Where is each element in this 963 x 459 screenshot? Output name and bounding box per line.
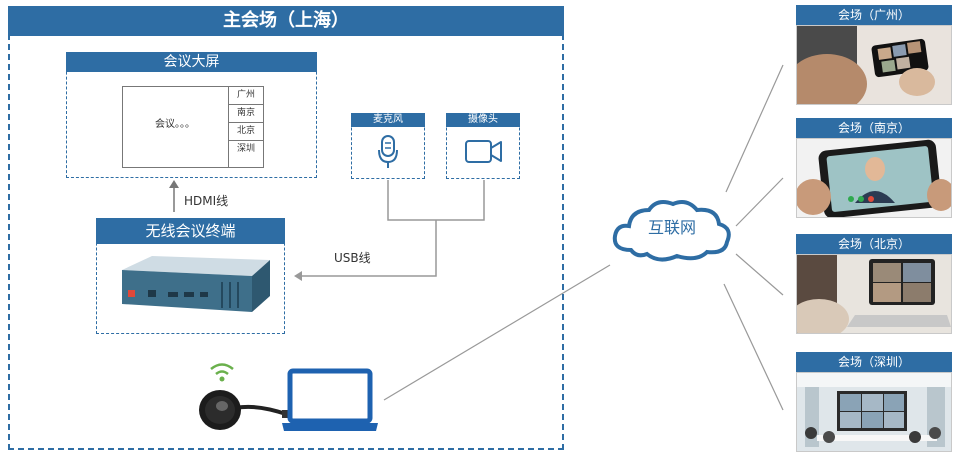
hdmi-label: HDMI线 bbox=[184, 194, 229, 208]
internet-bj-line bbox=[735, 253, 784, 296]
laptop-icon bbox=[282, 368, 378, 431]
internet-gz-line bbox=[725, 64, 784, 193]
site-nanjing-image bbox=[796, 138, 952, 218]
city-item: 北京 bbox=[229, 123, 263, 141]
microphone-icon bbox=[378, 135, 398, 168]
internet-nj-line bbox=[735, 177, 784, 227]
main-venue-title: 主会场（上海） bbox=[8, 6, 564, 36]
hdmi-arrow-head bbox=[169, 180, 179, 188]
wireless-dongle-icon bbox=[199, 390, 292, 430]
internet-sz-line bbox=[723, 283, 784, 411]
city-item: 深圳 bbox=[236, 144, 255, 154]
phone-video-call-icon bbox=[797, 26, 951, 104]
site-beijing-title: 会场（北京） bbox=[796, 234, 952, 254]
conference-room-icon bbox=[797, 373, 951, 451]
site-beijing-image bbox=[796, 254, 952, 334]
usb-arrow-head bbox=[294, 271, 302, 281]
big-screen-title: 会议大屏 bbox=[66, 52, 317, 72]
camera-title: 摄像头 bbox=[446, 113, 520, 127]
site-shenzhen-image bbox=[796, 372, 952, 452]
tablet-video-call-icon bbox=[797, 139, 951, 217]
city-item: 南京 bbox=[229, 105, 263, 123]
microphone-title: 麦克风 bbox=[351, 113, 425, 127]
terminal-title: 无线会议终端 bbox=[96, 218, 285, 244]
city-item: 广州 bbox=[229, 87, 263, 105]
laptop-video-call-icon bbox=[797, 255, 951, 333]
usb-line bbox=[300, 220, 437, 277]
video-camera-icon bbox=[465, 140, 502, 163]
city-list: 广州 南京 北京 深圳 bbox=[228, 87, 263, 167]
internet-label: 互联网 bbox=[647, 218, 696, 237]
cloud-icon bbox=[612, 200, 731, 262]
screen-content-text: 会议。。。 bbox=[155, 119, 195, 130]
usb-label: USB线 bbox=[334, 251, 371, 265]
mini-pc-icon bbox=[122, 256, 270, 312]
site-guangzhou-image bbox=[796, 25, 952, 105]
main-venue-frame bbox=[8, 34, 564, 450]
wifi-icon bbox=[210, 363, 234, 382]
screen-display: 会议。。。 广州 南京 北京 深圳 bbox=[122, 86, 264, 168]
site-guangzhou-title: 会场（广州） bbox=[796, 5, 952, 25]
site-nanjing-title: 会场（南京） bbox=[796, 118, 952, 138]
laptop-internet-line bbox=[383, 264, 611, 401]
site-shenzhen-title: 会场（深圳） bbox=[796, 352, 952, 372]
